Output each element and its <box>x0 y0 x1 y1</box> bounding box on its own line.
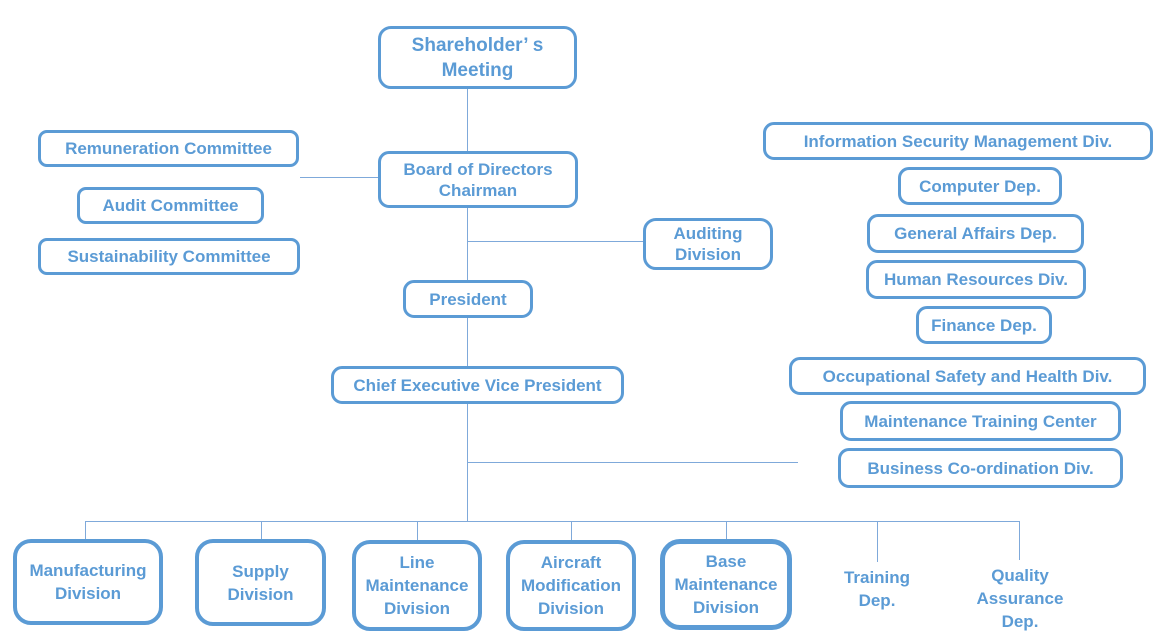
node-aircraft-modification-division: Aircraft Modification Division <box>506 540 636 631</box>
node-board-of-directors-chairman: Board of Directors Chairman <box>378 151 578 208</box>
node-label-line: Remuneration Committee <box>65 139 272 158</box>
node-label-line: Aircraft <box>540 553 602 572</box>
node-occupational-safety-and-health-div: Occupational Safety and Health Div. <box>789 357 1146 395</box>
node-remuneration-committee: Remuneration Committee <box>38 130 299 167</box>
node-general-affairs-dep: General Affairs Dep. <box>867 214 1084 253</box>
node-label-line: General Affairs Dep. <box>894 224 1057 243</box>
node-training-dep: Training Dep. <box>817 566 937 612</box>
connector-committees-to-board <box>300 177 378 178</box>
node-label-line: Division <box>383 599 451 618</box>
connector-president-to-cevp <box>467 318 468 366</box>
node-label-line: Maintenance <box>365 576 469 595</box>
connector-drop-aircraft-modification <box>571 521 572 540</box>
node-label-line: Audit Committee <box>102 196 239 215</box>
node-label-line: Finance Dep. <box>931 315 1037 335</box>
connector-to-business-coordination <box>467 462 798 463</box>
node-label-line: Sustainability Committee <box>67 247 271 266</box>
connector-drop-manufacturing <box>85 521 86 539</box>
node-maintenance-training-center: Maintenance Training Center <box>840 401 1121 441</box>
node-base-maintenance-division: Base Maintenance Division <box>660 539 792 630</box>
node-business-co-ordination-div: Business Co-ordination Div. <box>838 448 1123 488</box>
node-label-line: Modification <box>520 576 622 595</box>
node-label-line: Meeting <box>441 59 514 81</box>
node-president: President <box>403 280 533 318</box>
node-label-line: Division <box>537 599 605 618</box>
node-label-line: Information Security Management Div. <box>803 131 1113 151</box>
node-auditing-division: Auditing Division <box>643 218 773 270</box>
node-label-line: Assurance <box>976 589 1064 608</box>
node-shareholders-meeting: Shareholder’ s Meeting <box>378 26 577 89</box>
node-label-line: Dep. <box>1001 612 1039 631</box>
connector-drop-line-maintenance <box>417 521 418 540</box>
connector-drop-quality-assurance <box>1019 521 1020 560</box>
node-label-line: Board of Directors <box>403 159 553 179</box>
node-label-line: Business Co-ordination Div. <box>867 458 1094 478</box>
node-chief-executive-vice-president: Chief Executive Vice President <box>331 366 624 404</box>
node-sustainability-committee: Sustainability Committee <box>38 238 300 275</box>
node-label-line: Base <box>705 552 747 571</box>
connector-drop-supply <box>261 521 262 539</box>
node-label-line: President <box>429 289 507 309</box>
node-supply-division: Supply Division <box>195 539 326 626</box>
node-manufacturing-division: Manufacturing Division <box>13 539 163 625</box>
node-label-line: Dep. <box>858 591 896 610</box>
node-quality-assurance-dep: Quality Assurance Dep. <box>950 564 1090 633</box>
node-label-line: Division <box>674 245 742 264</box>
connector-bottom-rail <box>85 521 1020 522</box>
node-computer-dep: Computer Dep. <box>898 167 1062 205</box>
node-finance-dep: Finance Dep. <box>916 306 1052 344</box>
node-label-line: Human Resources Div. <box>884 270 1068 289</box>
node-human-resources-div: Human Resources Div. <box>866 260 1086 299</box>
connector-to-auditing-division <box>467 241 643 242</box>
node-label-line: Shareholder’ s <box>411 34 544 56</box>
node-label-line: Quality <box>991 566 1049 585</box>
node-label-line: Chairman <box>438 180 518 200</box>
node-line-maintenance-division: Line Maintenance Division <box>352 540 482 631</box>
node-label-line: Line <box>399 553 435 572</box>
connector-shareholders-to-board <box>467 89 468 151</box>
node-label-line: Division <box>227 584 294 604</box>
node-label-line: Supply <box>232 561 289 581</box>
node-information-security-management-div: Information Security Management Div. <box>763 122 1153 160</box>
connector-board-to-president <box>467 208 468 280</box>
connector-drop-training-dep <box>877 521 878 562</box>
node-label-line: Manufacturing <box>29 561 147 580</box>
node-label-line: Division <box>54 584 122 603</box>
node-label-line: Division <box>692 598 760 617</box>
node-label-line: Maintenance <box>674 575 778 594</box>
node-label-line: Training <box>843 568 911 587</box>
node-label-line: Auditing <box>673 224 743 243</box>
node-label-line: Maintenance Training Center <box>864 411 1097 431</box>
node-label-line: Computer Dep. <box>919 176 1041 196</box>
connector-drop-base-maintenance <box>726 521 727 539</box>
node-label-line: Chief Executive Vice President <box>353 375 602 395</box>
node-label-line: Occupational Safety and Health Div. <box>822 366 1113 386</box>
node-audit-committee: Audit Committee <box>77 187 264 224</box>
